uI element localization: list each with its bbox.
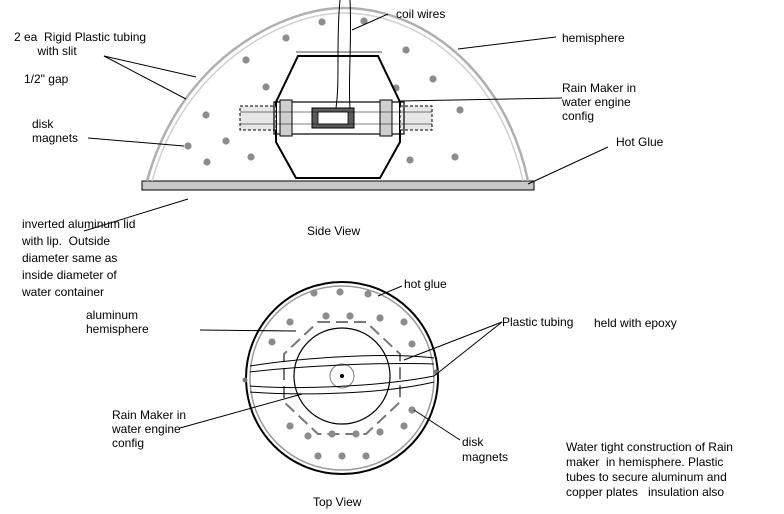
disk-magnet <box>328 430 336 438</box>
leader-hemisphere <box>457 36 557 50</box>
disk-magnet <box>282 34 290 42</box>
coil-wire <box>348 0 352 109</box>
construction-note: Water tight construction of Rain maker i… <box>566 440 733 499</box>
label-top-disk-magnets: disk magnets <box>462 435 509 464</box>
disk-magnet <box>338 452 346 460</box>
label-top-hot-glue: hot glue <box>404 277 447 291</box>
glue-dot <box>242 377 248 383</box>
disk-magnet <box>247 153 255 161</box>
leader-coil-wires <box>351 13 389 31</box>
left-collar <box>279 99 293 137</box>
label-side-hemisphere: hemisphere <box>562 31 625 45</box>
disk-magnet <box>318 18 326 26</box>
disk-magnet <box>362 452 370 460</box>
disk-magnet <box>400 318 408 326</box>
leader-lid <box>83 198 189 232</box>
glue-dot <box>433 369 439 375</box>
top-hemisphere-inner <box>249 285 435 471</box>
leader-top-hot-glue <box>377 285 403 297</box>
top-center-dot <box>340 374 344 378</box>
disk-magnet <box>322 312 330 320</box>
plastic-tube-top-inner <box>249 362 435 373</box>
disk-magnet <box>376 428 384 436</box>
disk-magnet <box>314 452 322 460</box>
leader-top-disk-magnets <box>413 409 461 441</box>
label-gap: 1/2" gap <box>24 72 69 86</box>
top-view-drawing <box>242 281 439 475</box>
leader-hot-glue <box>527 146 609 185</box>
disk-magnet <box>402 46 410 54</box>
coil-wire <box>335 0 341 109</box>
label-rigid-plastic-tubing: 2 ea Rigid Plastic tubing with slit <box>14 30 147 58</box>
coil-core-window <box>317 111 349 125</box>
disk-magnet <box>310 289 318 297</box>
label-side-disk-magnets: disk magnets <box>32 117 79 145</box>
center-tube <box>273 101 405 135</box>
leader-tubing-2 <box>103 55 187 100</box>
disk-magnet <box>203 158 211 166</box>
disk-magnet <box>451 153 459 161</box>
label-aluminum-lid: inverted aluminum lid with lip. Outside … <box>22 217 136 299</box>
disk-magnet <box>242 56 250 64</box>
leader-plastic-tubing-1 <box>403 321 503 361</box>
plastic-tube-bottom-inner <box>249 381 435 395</box>
top-view-title: Top View <box>313 495 362 509</box>
leader-rain-maker <box>399 97 563 102</box>
side-view-leaders <box>83 13 609 232</box>
disk-magnet <box>408 406 416 414</box>
disk-magnet <box>286 422 294 430</box>
label-held-with-epoxy: held with epoxy <box>594 316 677 330</box>
disk-magnet <box>408 340 416 348</box>
top-view-leaders <box>179 285 503 441</box>
label-side-rain-maker: Rain Maker in water engine config <box>562 81 637 123</box>
aluminum-lid <box>141 180 535 191</box>
disk-magnet <box>429 75 437 83</box>
side-disk-magnets <box>184 17 464 166</box>
leader-plastic-tubing-2 <box>433 321 503 377</box>
disk-magnet <box>376 314 384 322</box>
disk-magnet <box>406 156 414 164</box>
disk-magnet <box>262 83 270 91</box>
plastic-tube-bottom <box>249 375 435 389</box>
right-collar <box>379 99 393 137</box>
side-view-drawing <box>141 0 535 191</box>
label-top-hemisphere: aluminum hemisphere <box>86 308 149 336</box>
plastic-tube-top <box>249 355 435 367</box>
disk-magnet <box>268 338 276 346</box>
disk-magnet <box>286 318 294 326</box>
top-rain-maker-housing <box>283 321 401 435</box>
side-view-title: Side View <box>307 224 361 238</box>
hemisphere-inner-outline <box>151 12 524 182</box>
hemisphere-outline <box>145 6 530 182</box>
right-tube-end <box>399 105 433 131</box>
leader-top-rain-maker <box>179 393 303 429</box>
disk-magnet <box>360 17 368 25</box>
label-coil-wires: coil wires <box>396 7 446 21</box>
left-tube-end <box>239 105 277 131</box>
disk-magnet <box>400 422 408 430</box>
disk-magnet <box>304 432 312 440</box>
label-top-rain-maker: Rain Maker in water engine config <box>112 408 187 450</box>
top-disk-magnets <box>268 288 416 460</box>
disk-magnet <box>364 290 372 298</box>
disk-magnet <box>336 288 344 296</box>
top-coil-ring <box>293 327 391 425</box>
leader-disk-magnets <box>87 137 185 147</box>
top-center-ring <box>329 363 355 389</box>
disk-magnet <box>184 142 192 150</box>
disk-magnet <box>202 111 210 119</box>
disk-magnet <box>352 430 360 438</box>
disk-magnet <box>456 106 464 114</box>
label-plastic-tubing: Plastic tubing <box>502 315 574 329</box>
disk-magnet <box>346 312 354 320</box>
disk-magnet <box>222 137 230 145</box>
label-side-hot-glue: Hot Glue <box>616 135 664 149</box>
leader-tubing-1 <box>103 55 197 78</box>
leader-top-hemisphere <box>199 329 297 332</box>
